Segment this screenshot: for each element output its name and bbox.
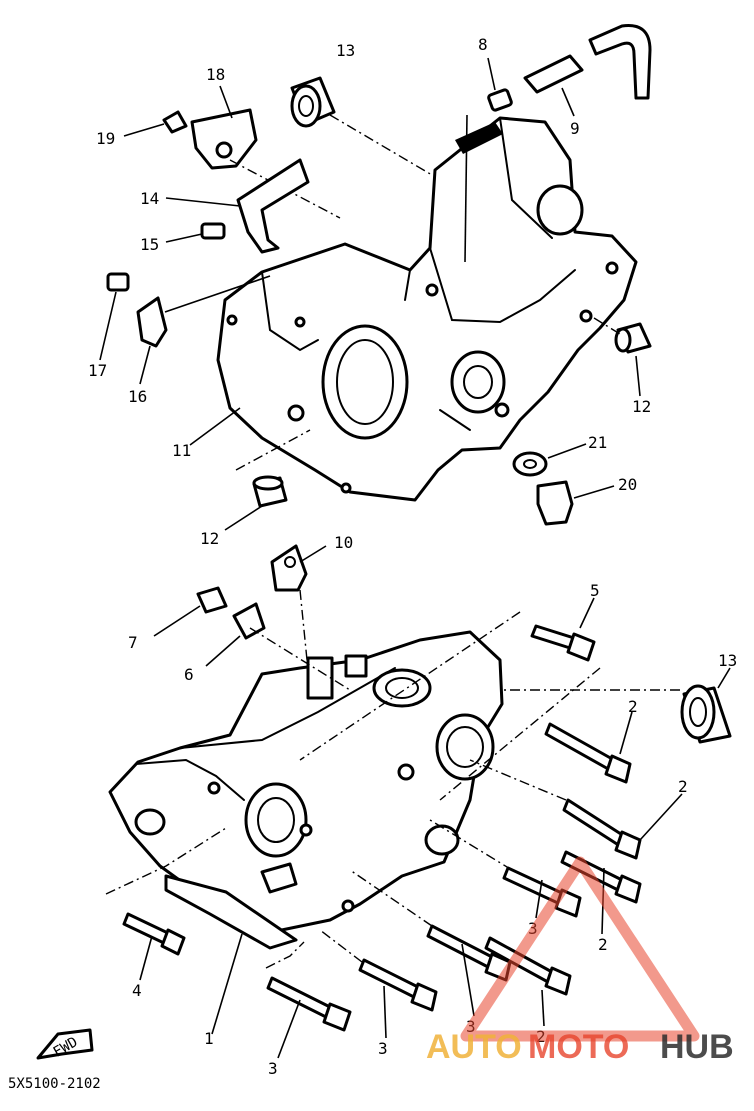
dowel-pin-12-right [614,322,652,354]
dowel-bushing-13-upper [290,76,336,128]
part-label-10: 10 [334,533,353,552]
part-labels: 13 8 18 9 19 14 15 17 16 12 11 21 20 12 … [88,35,737,1078]
bolt-3d [266,976,352,1032]
part-label-18: 18 [206,65,225,84]
bracket-16 [136,296,168,348]
part-label-15: 15 [140,235,159,254]
part-label-2: 2 [678,777,688,796]
grommet-8 [487,88,513,112]
screw-7 [196,586,228,614]
part-label-5: 5 [590,581,600,600]
part-label-2: 2 [598,935,608,954]
bracket-10 [270,544,308,592]
watermark-auto: AUTO [426,1028,522,1066]
part-label-3: 3 [378,1039,388,1058]
breather-hose-9 [523,24,652,100]
screw-19 [162,110,188,134]
part-label-3: 3 [268,1059,278,1078]
bolt-2a [544,722,632,784]
part-label-2: 2 [628,697,638,716]
crankcase-upper-half [216,116,638,502]
dowel-bushing-13-lower [680,684,732,744]
part-label-13: 13 [336,41,355,60]
bolt-4 [122,912,186,956]
watermark-moto: MOTO [528,1028,629,1066]
bolt-2b [562,798,642,860]
automotohub-watermark: AUTO MOTO HUB [426,856,734,1066]
bolt-17 [106,272,130,292]
part-label-21: 21 [588,433,607,452]
drawing-code: 5X5100-2102 [8,1076,101,1092]
drain-plug-20 [536,480,574,526]
part-label-7: 7 [128,633,138,652]
clamp-6 [232,602,266,640]
part-label-12-left: 12 [200,529,219,548]
part-label-1: 1 [204,1029,214,1048]
washer-21 [512,451,548,477]
part-label-16: 16 [128,387,147,406]
part-label-9: 9 [570,119,580,138]
crankcase-lower-half [108,630,504,950]
part-label-20: 20 [618,475,637,494]
bolt-5 [530,624,596,662]
part-label-6: 6 [184,665,194,684]
bolt-15 [200,222,226,240]
part-label-4: 4 [132,981,142,1000]
part-label-17: 17 [88,361,107,380]
dowel-pin-12-left [252,475,288,508]
warning-triangle-icon [460,856,700,1042]
forward-arrow-icon: FWD [36,1028,94,1061]
bracket-14 [236,158,310,254]
part-label-14: 14 [140,189,159,208]
part-label-11: 11 [172,441,191,460]
bracket-18 [190,108,258,170]
part-label-12-right: 12 [632,397,651,416]
part-label-8: 8 [478,35,488,54]
bolt-3c [358,958,438,1012]
part-label-13-lower: 13 [718,651,737,670]
watermark-hub: HUB [660,1028,734,1066]
part-label-19: 19 [96,129,115,148]
